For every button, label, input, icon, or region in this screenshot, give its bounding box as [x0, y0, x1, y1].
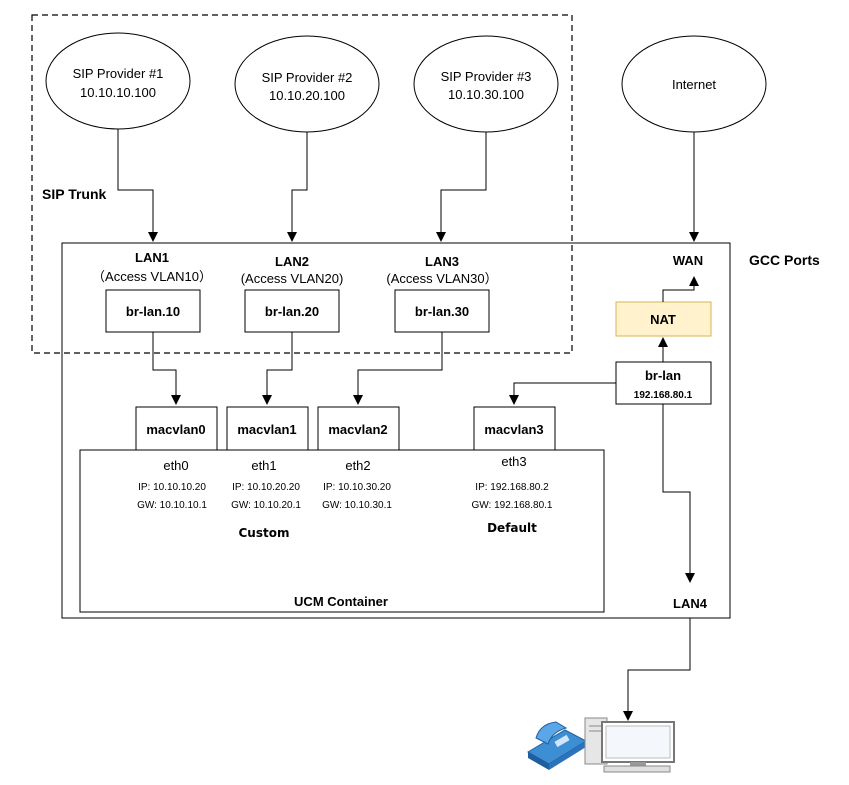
bridge-label: br-lan.20 [265, 304, 319, 319]
macvlan-label: macvlan0 [146, 422, 205, 437]
group-default-label: Default [487, 521, 537, 535]
gcc-ports-box [61, 242, 731, 619]
lan2-vlan: (Access VLAN20) [241, 271, 344, 286]
eth-name: eth2 [345, 458, 370, 473]
lan2-label: LAN2 [275, 254, 309, 269]
macvlan-label: macvlan1 [237, 422, 296, 437]
provider-ip: 10.10.20.100 [269, 88, 345, 103]
sip-provider-2: SIP Provider #2 10.10.20.100 [234, 35, 380, 133]
connector-provider1-lan1 [117, 129, 158, 242]
connector-provider2-lan2 [287, 132, 308, 242]
group-custom-label: Custom [239, 526, 290, 540]
eth-name: eth3 [501, 454, 526, 469]
nat-label: NAT [650, 312, 676, 327]
br-lan-ip: 192.168.80.1 [634, 390, 693, 401]
macvlan3-box: macvlan3 [473, 406, 556, 451]
bridge-label: br-lan.30 [415, 304, 469, 319]
provider-name: SIP Provider #2 [262, 70, 353, 85]
eth-gw: GW: 10.10.30.1 [322, 500, 392, 511]
gcc-ports-label: GCC Ports [749, 252, 820, 268]
macvlan2-box: macvlan2 [317, 406, 400, 451]
eth-ip: IP: 192.168.80.2 [475, 482, 549, 493]
eth-ip: IP: 10.10.20.20 [232, 482, 300, 493]
connector-nat-wan [662, 276, 699, 302]
lan1-vlan: （Access VLAN10） [92, 269, 212, 284]
sip-provider-1: SIP Provider #1 10.10.10.100 [45, 32, 191, 130]
eth-name: eth0 [163, 458, 188, 473]
bridge-lan20: br-lan.20 [244, 289, 340, 333]
nat-box [615, 301, 712, 337]
ip-phone-icon [527, 721, 588, 770]
provider-name: SIP Provider #1 [73, 66, 164, 81]
sip-trunk-box [31, 14, 573, 354]
sip-provider-3: SIP Provider #3 10.10.30.100 [413, 35, 559, 133]
bridge-label: br-lan.10 [126, 304, 180, 319]
eth-gw: GW: 10.10.10.1 [137, 500, 207, 511]
ucm-container-label: UCM Container [294, 594, 388, 609]
eth2-info: eth2 IP: 10.10.30.20 GW: 10.10.30.1 [322, 458, 392, 511]
provider-ip: 10.10.10.100 [80, 85, 156, 100]
eth-name: eth1 [251, 458, 276, 473]
provider-name: SIP Provider #3 [441, 69, 532, 84]
br-lan-label: br-lan [645, 368, 681, 383]
connector-provider3-lan3 [436, 132, 487, 242]
connector-lan4-devices [623, 618, 691, 721]
macvlan-label: macvlan2 [328, 422, 387, 437]
lan3-label: LAN3 [425, 254, 459, 269]
connector-br10-macvlan0 [152, 332, 181, 405]
connector-br20-macvlan1 [262, 332, 293, 405]
connector-br30-macvlan2 [353, 332, 443, 405]
macvlan-label: macvlan3 [484, 422, 543, 437]
lan1-label: LAN1 [135, 250, 169, 265]
macvlan0-box: macvlan0 [135, 406, 218, 451]
wan-label: WAN [673, 253, 703, 268]
provider-ip: 10.10.30.100 [448, 87, 524, 102]
eth0-info: eth0 IP: 10.10.10.20 GW: 10.10.10.1 [137, 458, 207, 511]
eth3-info: eth3 IP: 192.168.80.2 GW: 192.168.80.1 [472, 454, 553, 511]
eth1-info: eth1 IP: 10.10.20.20 GW: 10.10.20.1 [231, 458, 301, 511]
connector-brlan-macvlan3 [509, 382, 616, 405]
computer-icon [584, 717, 675, 773]
lan4-label: LAN4 [673, 596, 708, 611]
eth-gw: GW: 192.168.80.1 [472, 500, 553, 511]
connector-brlan-lan4 [662, 404, 695, 583]
ucm-container-box [79, 449, 605, 613]
bridge-lan10: br-lan.10 [105, 289, 201, 333]
eth-gw: GW: 10.10.20.1 [231, 500, 301, 511]
bridge-lan30: br-lan.30 [394, 289, 490, 333]
macvlan1-box: macvlan1 [226, 406, 309, 451]
eth-ip: IP: 10.10.30.20 [323, 482, 391, 493]
sip-trunk-label: SIP Trunk [42, 186, 107, 202]
lan3-vlan: (Access VLAN30） [386, 271, 497, 286]
eth-ip: IP: 10.10.10.20 [138, 482, 206, 493]
internet-node: Internet [621, 35, 767, 133]
internet-label: Internet [672, 77, 716, 92]
